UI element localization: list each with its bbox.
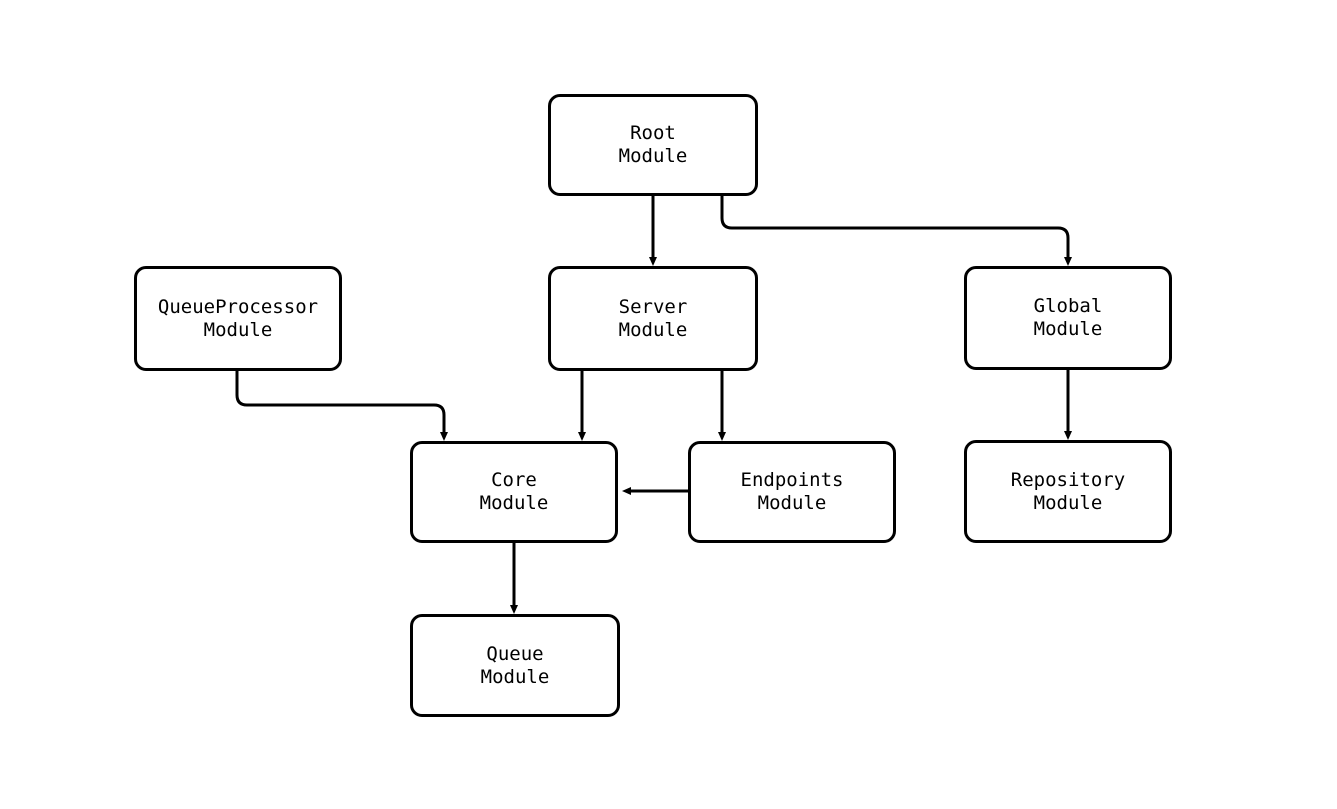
node-queue[interactable]: Queue Module bbox=[410, 614, 620, 717]
edge-queueprocessor-core bbox=[235, 371, 448, 441]
node-queueprocessor[interactable]: QueueProcessor Module bbox=[134, 266, 342, 371]
node-server-line2: Module bbox=[618, 318, 688, 341]
node-core-line1: Core bbox=[491, 469, 537, 491]
node-queueprocessor-line2: Module bbox=[203, 318, 273, 341]
node-root-line1: Root bbox=[630, 122, 676, 144]
node-core-line2: Module bbox=[479, 492, 549, 514]
node-repository-line2: Module bbox=[1033, 491, 1103, 514]
edge-root-global bbox=[720, 196, 1072, 266]
node-queue-line1: Queue bbox=[486, 642, 544, 665]
node-root[interactable]: Root Module bbox=[548, 94, 758, 196]
node-endpoints-line1: Endpoints bbox=[740, 469, 844, 491]
node-global-line2: Module bbox=[1033, 318, 1103, 340]
node-queueprocessor-line1: QueueProcessor bbox=[157, 295, 319, 318]
node-repository-line1: Repository bbox=[1010, 468, 1126, 491]
node-root-line2: Module bbox=[618, 145, 688, 167]
node-server-line1: Server bbox=[618, 295, 688, 318]
node-queue-line2: Module bbox=[480, 665, 550, 688]
node-endpoints[interactable]: Endpoints Module bbox=[688, 441, 896, 543]
node-core[interactable]: Core Module bbox=[410, 441, 618, 543]
node-endpoints-line2: Module bbox=[757, 492, 827, 514]
node-global[interactable]: Global Module bbox=[964, 266, 1172, 370]
node-repository[interactable]: Repository Module bbox=[964, 440, 1172, 543]
node-global-line1: Global bbox=[1033, 295, 1103, 317]
node-server[interactable]: Server Module bbox=[548, 266, 758, 371]
